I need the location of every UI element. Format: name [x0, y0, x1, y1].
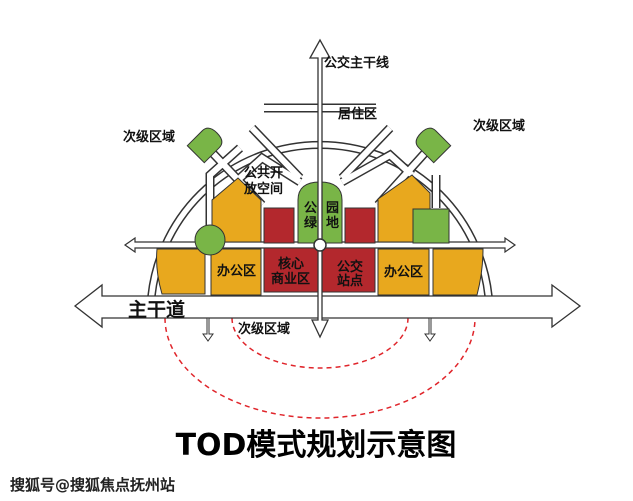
label-main-road: 主干道	[128, 298, 185, 321]
diagram-title: TOD模式规划示意图	[176, 428, 457, 463]
inner-influence-ring	[231, 317, 409, 369]
label-park-1: 公	[304, 201, 317, 216]
down-arrows	[202, 317, 436, 342]
label-secondary-bottom: 次级区域	[238, 321, 290, 337]
bus-trunk-line-arrow	[308, 38, 332, 339]
label-residential: 居住区	[338, 106, 377, 122]
label-open-space-1: 公共开	[244, 165, 283, 181]
label-park-2: 园	[326, 201, 339, 216]
block-office-house-left	[211, 177, 262, 243]
green-node-right	[415, 127, 452, 164]
watermark: 搜狐号@搜狐焦点抚州站	[10, 476, 175, 494]
block-office-far-left	[156, 248, 206, 295]
label-park-4: 地	[326, 215, 339, 231]
label-station-1: 公交	[337, 259, 363, 275]
green-node-left	[186, 127, 223, 164]
label-station-2: 站点	[337, 273, 363, 289]
block-office-right	[377, 248, 430, 296]
label-core-1: 核心	[278, 256, 304, 272]
main-road	[73, 283, 582, 329]
green-roundabout	[194, 224, 226, 256]
label-office-left: 办公区	[217, 263, 256, 279]
block-office-left	[210, 248, 262, 296]
blocks	[156, 127, 484, 296]
block-core-commercial	[263, 247, 319, 293]
block-red-upper-left	[263, 207, 295, 244]
block-red-upper-right	[344, 207, 376, 244]
label-bus-trunk-line: 公交主干线	[324, 55, 389, 71]
tod-hub-node	[313, 238, 327, 252]
outer-influence-ring	[164, 317, 476, 419]
label-open-space-2: 放空间	[243, 181, 283, 197]
block-office-far-right	[432, 248, 484, 296]
label-secondary-left: 次级区域	[123, 129, 175, 145]
label-park-3: 绿	[304, 215, 318, 231]
block-bus-station	[321, 247, 376, 293]
label-secondary-right: 次级区域	[473, 118, 525, 134]
label-core-2: 商业区	[271, 271, 310, 287]
block-green-square	[412, 208, 450, 244]
label-office-right: 办公区	[384, 264, 423, 280]
